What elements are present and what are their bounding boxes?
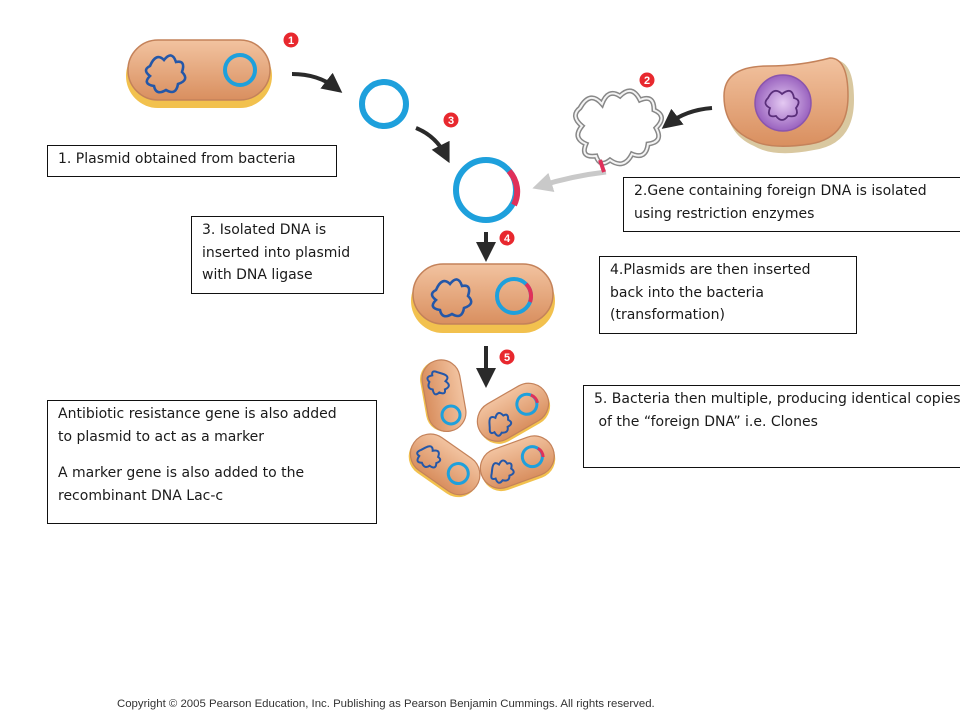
marker-caption: Antibiotic resistance gene is also added…	[47, 400, 377, 524]
step5-caption: 5. Bacteria then multiple, producing ide…	[583, 385, 960, 468]
foreign-dna-strand	[573, 88, 664, 173]
clone-bacterium-1	[420, 359, 467, 432]
marker-line-4: recombinant DNA Lac-c	[58, 487, 224, 504]
marker-line-3: A marker gene is also added to the	[58, 465, 305, 481]
step-badge-4: 4	[499, 230, 515, 246]
step3-line-2: inserted into plasmid	[202, 244, 351, 261]
svg-text:2: 2	[644, 75, 650, 87]
clone-bacterium-3	[408, 433, 481, 498]
step2-line-1: 2.Gene containing foreign DNA is isolate…	[634, 183, 927, 199]
copyright-notice: Copyright © 2005 Pearson Education, Inc.…	[117, 698, 655, 710]
svg-text:3: 3	[448, 115, 454, 127]
svg-text:1: 1	[288, 35, 294, 47]
step5-line-2: of the “foreign DNA” i.e. Clones	[594, 413, 818, 430]
arrow-insert-dna	[415, 126, 450, 164]
marker-line-1: Antibiotic resistance gene is also added	[58, 406, 337, 422]
source-bacterium	[126, 39, 272, 108]
transformed-bacterium	[411, 263, 555, 333]
step4-line-3: (transformation)	[610, 307, 725, 323]
step1-line-1: 1. Plasmid obtained from bacteria	[58, 151, 296, 167]
step1-caption: 1. Plasmid obtained from bacteria	[47, 145, 337, 177]
marker-line-2: to plasmid to act as a marker	[58, 428, 265, 445]
step4-line-2: back into the bacteria	[610, 284, 764, 301]
recombinant-plasmid	[453, 157, 521, 223]
step2-caption: 2.Gene containing foreign DNA is isolate…	[623, 177, 960, 232]
svg-text:5: 5	[504, 352, 510, 364]
step-badge-1: 1	[283, 32, 299, 48]
step5-line-1: 5. Bacteria then multiple, producing ide…	[594, 391, 960, 407]
clone-bacterium-2	[476, 382, 551, 444]
step3-line-3: with DNA ligase	[202, 267, 313, 283]
step3-line-1: 3. Isolated DNA is	[202, 222, 327, 238]
marker-spacer	[58, 448, 366, 462]
step-badge-3: 3	[443, 112, 459, 128]
step3-caption: 3. Isolated DNA is inserted into plasmid…	[191, 216, 384, 294]
arrow-isolate-gene	[661, 106, 713, 129]
donor-cell	[723, 57, 854, 154]
step2-line-2: using restriction enzymes	[634, 205, 815, 222]
step4-line-1: 4.Plasmids are then inserted	[610, 262, 811, 278]
svg-text:4: 4	[504, 233, 511, 245]
clone-bacterium-4	[479, 435, 556, 492]
clone-plasmid-1	[440, 404, 462, 426]
step4-caption: 4.Plasmids are then inserted back into t…	[599, 256, 857, 334]
isolated-plasmid	[359, 79, 409, 129]
arrow-foreign-dna	[532, 169, 607, 192]
step-badge-5: 5	[499, 349, 515, 365]
arrow-extract-plasmid	[291, 72, 343, 93]
step-badge-2: 2	[639, 72, 655, 88]
